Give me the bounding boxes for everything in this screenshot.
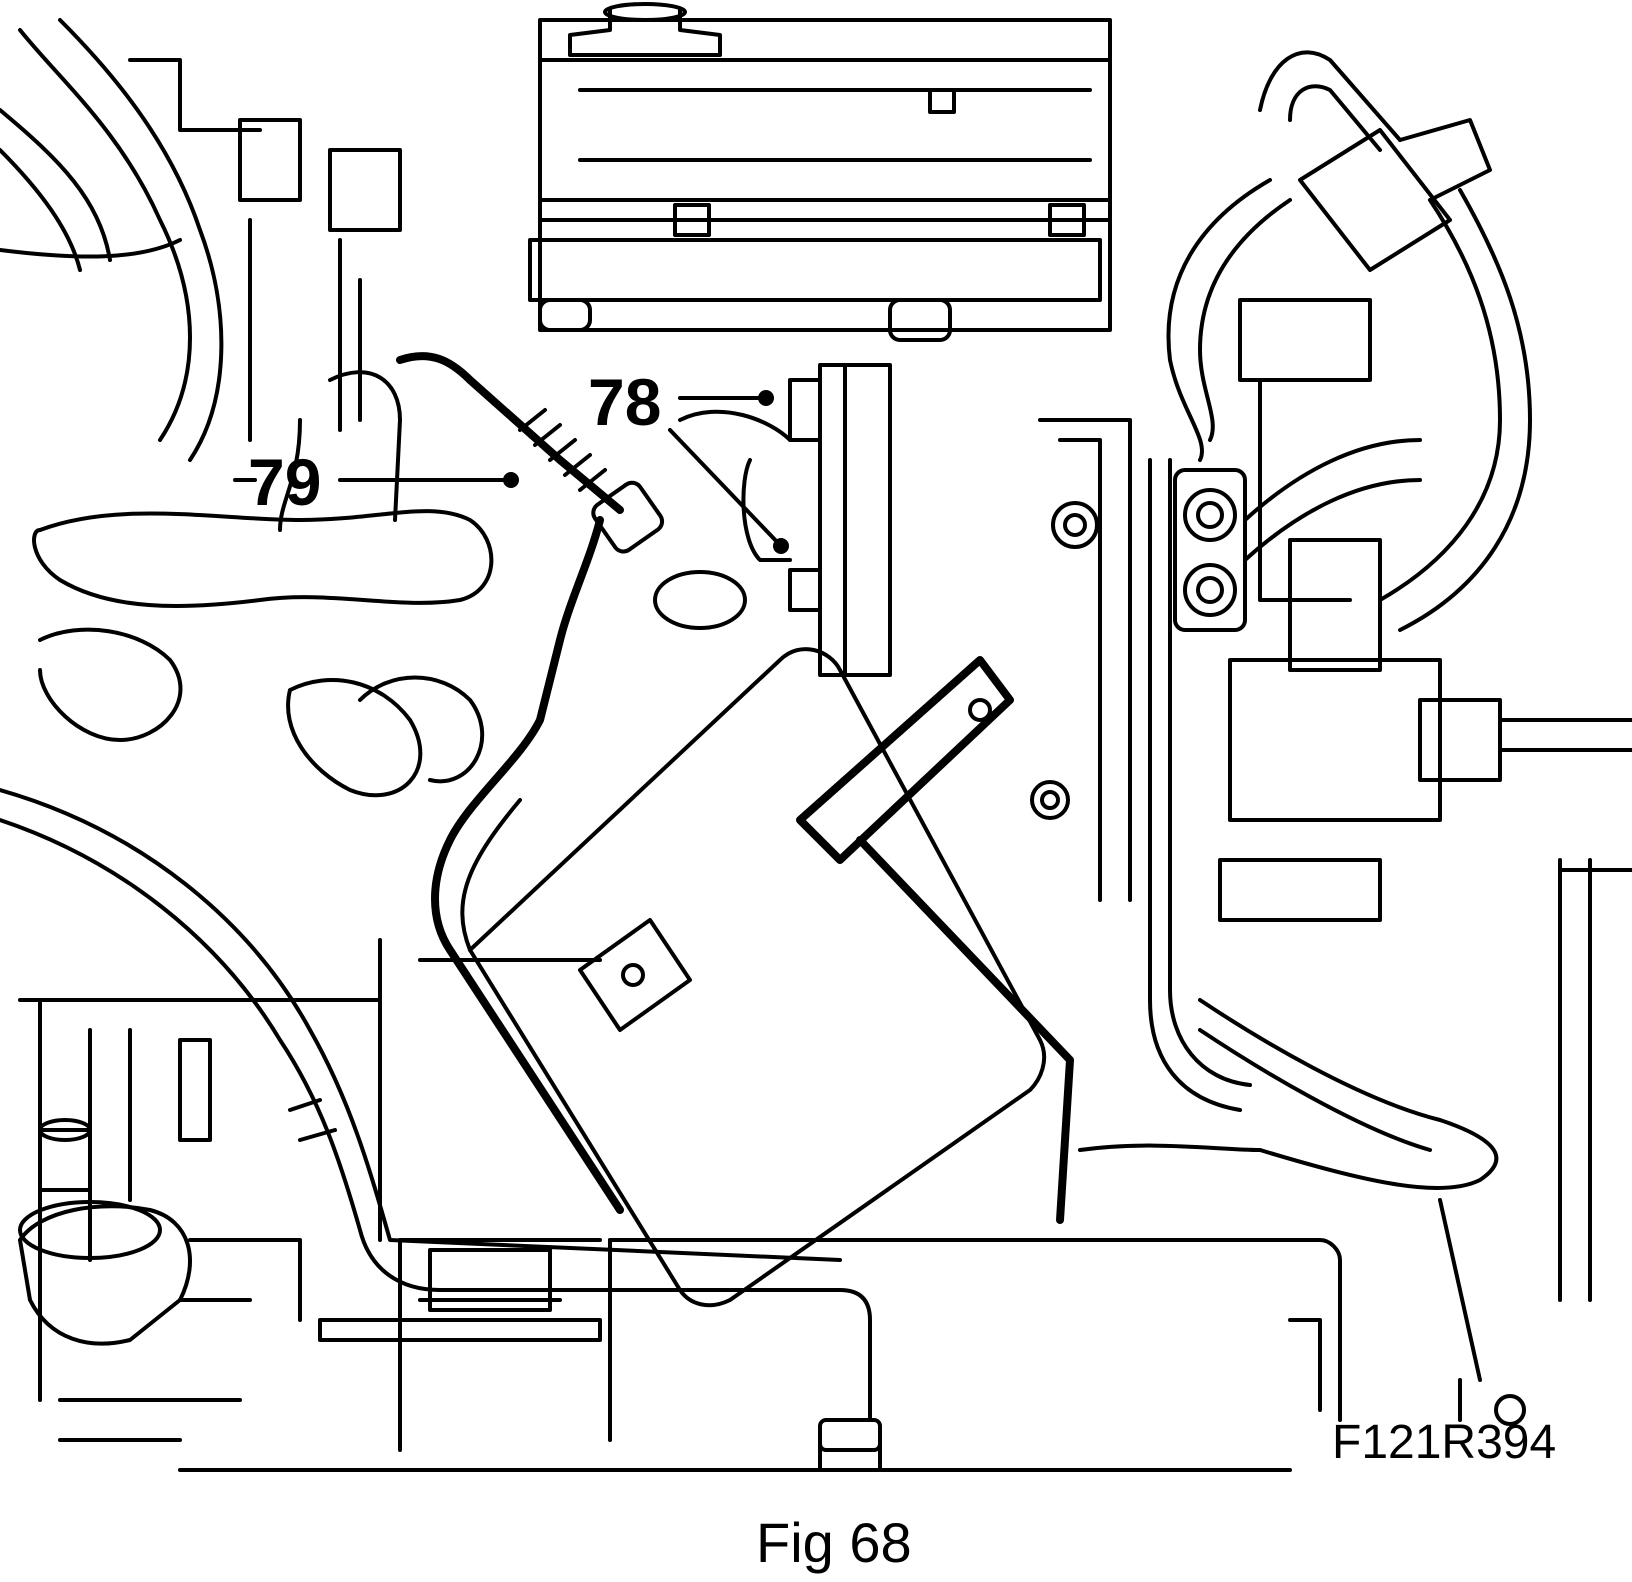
callout-78-label: 78 (588, 365, 661, 439)
callout-79-label: 79 (248, 445, 321, 519)
reference-code: F121R394 (1332, 1416, 1556, 1469)
figure-caption: Fig 68 (756, 1511, 912, 1574)
filler-cap (568, 2, 722, 57)
lower-crossmember (178, 1238, 1342, 1472)
lower-left-pipe (0, 788, 1322, 1422)
lower-right-pipe (1078, 998, 1526, 1426)
connector-flange (653, 363, 892, 677)
callout-79-leader (233, 472, 519, 488)
left-lower-structure (18, 938, 602, 1442)
filter-housing (460, 647, 1074, 1308)
air-intake-hose (32, 370, 494, 798)
left-hoses (0, 18, 402, 462)
cylinder-head (528, 18, 1112, 342)
callout-78-leader (668, 390, 789, 554)
pipe-fittings (1030, 418, 1422, 1112)
hose-clamp (396, 352, 665, 1214)
right-pipes (1166, 50, 1632, 1302)
